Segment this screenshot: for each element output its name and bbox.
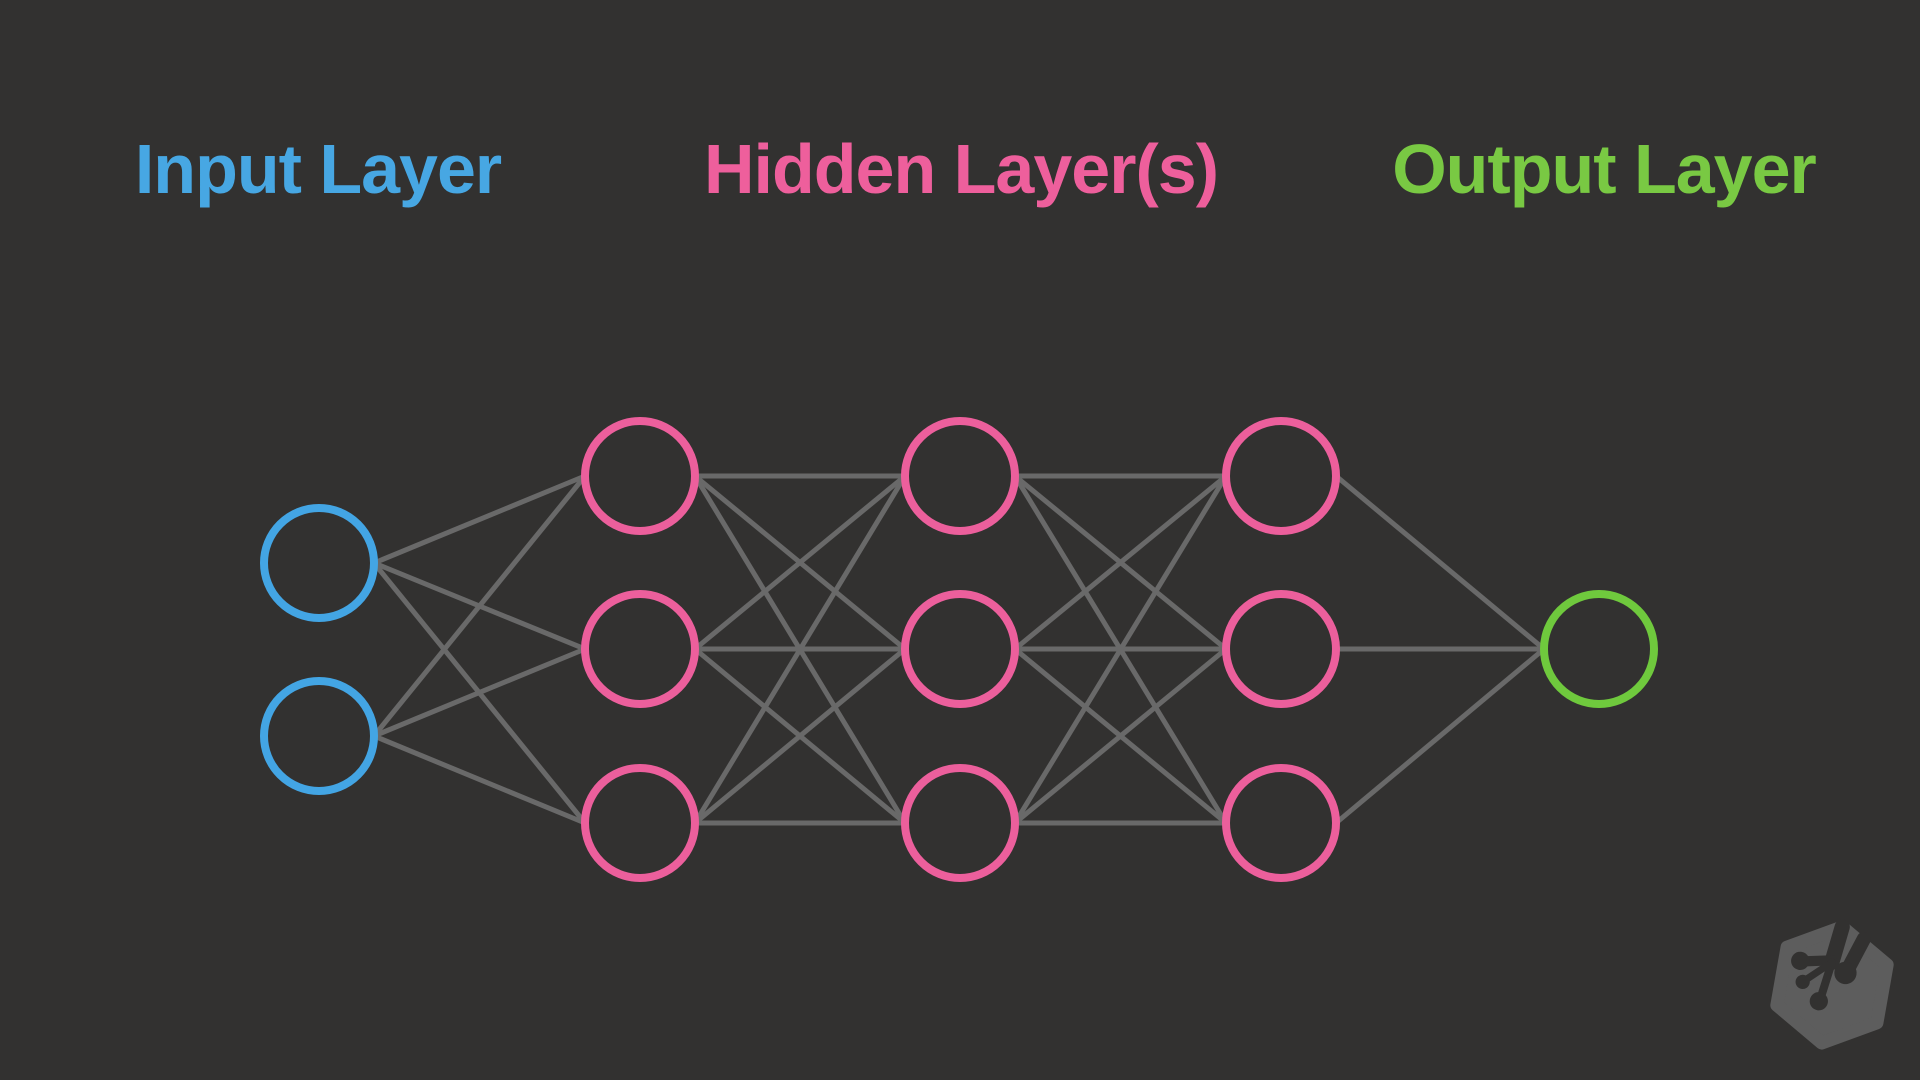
treehouse-logo	[1770, 919, 1894, 1050]
connection-input-to-hidden-1	[373, 646, 586, 739]
connection-input-to-hidden-1	[373, 733, 586, 826]
label-input-layer: Input Layer	[134, 130, 502, 208]
connection-hidden-1-to-hidden-2	[693, 474, 907, 651]
logo-tree-cutout	[1791, 919, 1871, 1011]
node-hidden-2-1	[901, 417, 1019, 535]
node-hidden-3-2	[1222, 590, 1340, 708]
connection-hidden-2-to-hidden-3	[1013, 647, 1228, 825]
logo-badge	[1770, 919, 1894, 1050]
node-hidden-2-3	[901, 764, 1019, 882]
label-hidden-layers: Hidden Layer(s)	[704, 130, 1219, 208]
node-hidden-3-1	[1222, 417, 1340, 535]
node-input-1	[260, 504, 378, 622]
connection-hidden-1-to-hidden-2	[693, 647, 907, 825]
node-hidden-1-2	[581, 590, 699, 708]
node-hidden-2-2	[901, 590, 1019, 708]
connection-input-to-hidden-1	[372, 474, 587, 738]
label-output-layer: Output Layer	[1392, 130, 1817, 208]
connection-hidden-2-to-hidden-3	[1013, 474, 1228, 651]
connection-hidden-3-to-output	[1334, 474, 1546, 651]
node-hidden-1-3	[581, 764, 699, 882]
connection-hidden-1-to-hidden-2	[692, 474, 908, 825]
node-input-2	[260, 677, 378, 795]
node-hidden-3-3	[1222, 764, 1340, 882]
connection-hidden-2-to-hidden-3	[1012, 474, 1229, 825]
node-output-1	[1540, 590, 1658, 708]
connection-input-to-hidden-1	[373, 473, 586, 566]
node-hidden-1-1	[581, 417, 699, 535]
connection-hidden-3-to-output	[1334, 647, 1546, 825]
